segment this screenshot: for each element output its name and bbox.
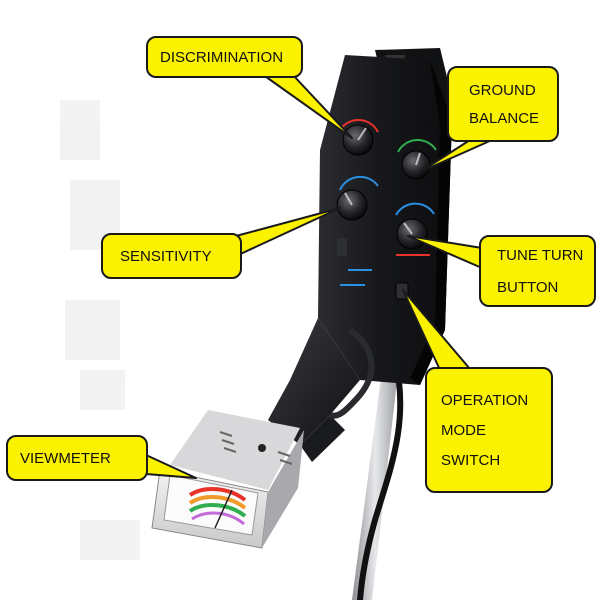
background-texture xyxy=(60,100,140,560)
tune-turn-button-label-line-2: BUTTON xyxy=(497,278,559,296)
tune-turn-button-label-line-1: TUNE TURN xyxy=(497,246,584,264)
ground-balance-label-line-1: GROUND xyxy=(469,81,536,99)
sensitivity-callout: SENSITIVITY xyxy=(101,233,242,279)
ground-balance-knob xyxy=(401,150,431,180)
discrimination-knob xyxy=(342,124,374,156)
control-box-side xyxy=(410,60,452,385)
handle-grip xyxy=(300,415,345,462)
detector-shaft xyxy=(352,370,398,600)
ground-balance-scale xyxy=(397,139,437,153)
ground-balance-label-line-2: BALANCE xyxy=(469,109,540,127)
discrimination-scale xyxy=(339,119,379,133)
sensitivity-scale xyxy=(339,175,379,191)
handle-edge xyxy=(328,327,375,419)
ground-balance-callout: GROUND BALANCE xyxy=(447,66,559,142)
sensitivity-label: SENSITIVITY xyxy=(120,247,212,265)
discrimination-label: DISCRIMINATION xyxy=(160,48,284,66)
detector-handle xyxy=(268,318,360,445)
tune-knob xyxy=(396,218,428,250)
operation-mode-label-line-1: OPERATION xyxy=(441,391,529,409)
operation-mode-label-line-3: SWITCH xyxy=(441,451,501,469)
detector-cable xyxy=(357,357,404,600)
callout-pointers xyxy=(145,73,493,479)
viewmeter-callout: VIEWMETER xyxy=(6,435,148,481)
operation-mode-switch-callout: OPERATION MODE SWITCH xyxy=(425,367,553,493)
discrimination-callout: DISCRIMINATION xyxy=(146,36,303,78)
viewmeter-device xyxy=(151,410,304,549)
operation-mode-label-line-2: MODE xyxy=(441,421,486,439)
tune-turn-button-callout: TUNE TURN BUTTON xyxy=(479,235,596,307)
small-switch xyxy=(337,238,347,256)
sensitivity-knob xyxy=(336,189,368,221)
tune-scale xyxy=(395,202,435,216)
viewmeter-label: VIEWMETER xyxy=(20,449,111,467)
